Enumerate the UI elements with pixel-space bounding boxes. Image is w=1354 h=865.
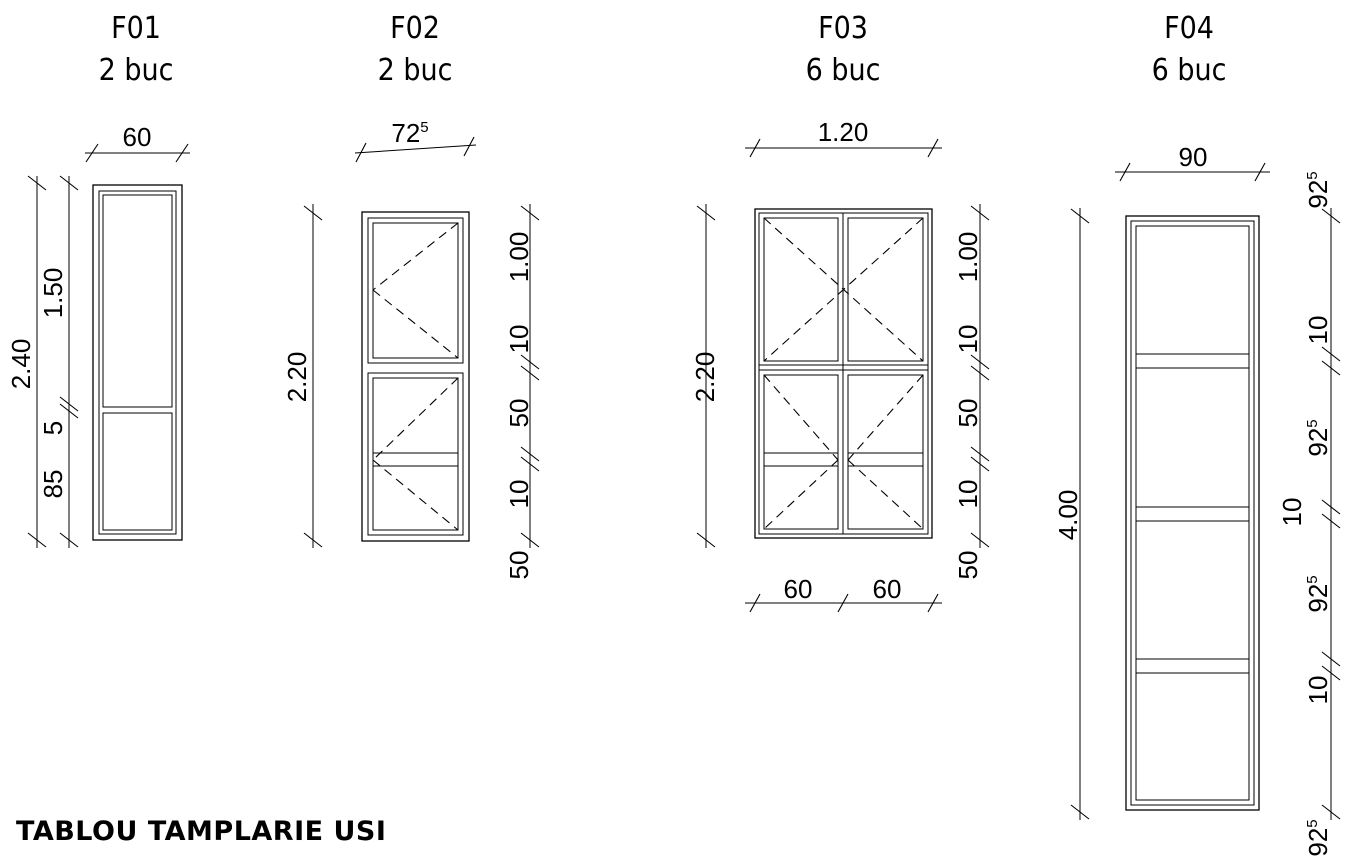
f01-total-height-label: 2.40 [6, 339, 36, 390]
f04-s2-label: 10 [1303, 316, 1333, 345]
f04-qty: 6 buc [1152, 53, 1227, 88]
f03-h3-label: 50 [953, 399, 983, 428]
f01-height-mid-label: 5 [38, 421, 68, 435]
f04-s4-label: 10 [1277, 498, 1307, 527]
f02-segment-dims: 1.00 10 50 10 50 [504, 204, 540, 580]
f01-height-bottom-label: 85 [38, 470, 68, 499]
f01-code: F01 [111, 11, 161, 46]
f03-h4-label: 10 [953, 480, 983, 509]
f03-opening-lines [763, 217, 924, 530]
f02-h2-label: 10 [504, 325, 534, 354]
f02-h5-label: 50 [504, 551, 534, 580]
f03-h1-label: 1.00 [953, 232, 983, 283]
f02-frame [361, 211, 470, 542]
f02-code: F02 [390, 11, 440, 46]
f02-total-height-label: 2.20 [282, 352, 312, 403]
f02-group: F02 2 buc 725 2.20 [282, 11, 540, 580]
f03-h2-label: 10 [953, 325, 983, 354]
f01-height-top-label: 1.50 [38, 268, 68, 319]
f01-frame [92, 184, 183, 541]
f03-width-label: 1.20 [818, 117, 869, 147]
f04-s3-label: 925 [1303, 419, 1333, 456]
f04-s7-label: 925 [1303, 819, 1333, 856]
f03-leaf-dims: 60 60 [745, 574, 942, 613]
f03-leaf-right-label: 60 [873, 574, 902, 604]
f02-total-height-dim: 2.20 [282, 204, 323, 548]
f01-width-label: 60 [123, 122, 152, 152]
f02-opening-lines [372, 222, 459, 531]
f04-width-dim: 90 [1115, 142, 1270, 182]
f02-qty: 2 buc [378, 53, 453, 88]
f01-width-dim: 60 [85, 122, 190, 163]
f01-group: F01 2 buc 60 2.40 [6, 11, 190, 548]
f03-code: F03 [818, 11, 868, 46]
f04-total-height-dim: 4.00 [1053, 208, 1090, 820]
f03-group: F03 6 buc [690, 11, 990, 613]
f04-width-label: 90 [1179, 142, 1208, 172]
f03-h5-label: 50 [953, 551, 983, 580]
f01-segment-dims: 1.50 5 85 [38, 175, 79, 548]
f03-total-height-label: 2.20 [690, 352, 720, 403]
f02-width-dim: 725 [354, 118, 477, 163]
f01-qty: 2 buc [99, 53, 174, 88]
drawing-heading: TABLOU TAMPLARIE USI [16, 816, 386, 847]
f04-frame [1125, 215, 1260, 811]
f04-total-height-label: 4.00 [1053, 490, 1083, 541]
f03-segment-dims: 1.00 10 50 10 50 [953, 204, 990, 580]
f04-code: F04 [1164, 11, 1214, 46]
f03-leaf-left-label: 60 [784, 574, 813, 604]
f04-s6-label: 10 [1303, 676, 1333, 705]
f04-s5-label: 925 [1303, 575, 1333, 612]
f04-segment-dims: 925 10 925 10 925 10 925 [1277, 171, 1341, 857]
f02-h4-label: 10 [504, 480, 534, 509]
f02-h3-label: 50 [504, 399, 534, 428]
f03-total-height-dim: 2.20 [690, 204, 720, 548]
f03-frame [754, 208, 933, 539]
f03-width-dim: 1.20 [745, 117, 942, 158]
f03-qty: 6 buc [806, 53, 881, 88]
f02-h1-label: 1.00 [504, 232, 534, 283]
f02-width-label: 725 [391, 118, 428, 148]
f02-width-sup: 5 [420, 119, 428, 136]
f01-total-height-dim: 2.40 [6, 175, 47, 548]
f04-s1-label: 925 [1303, 171, 1333, 208]
f04-group: F04 6 buc 90 4.00 [1053, 11, 1341, 857]
